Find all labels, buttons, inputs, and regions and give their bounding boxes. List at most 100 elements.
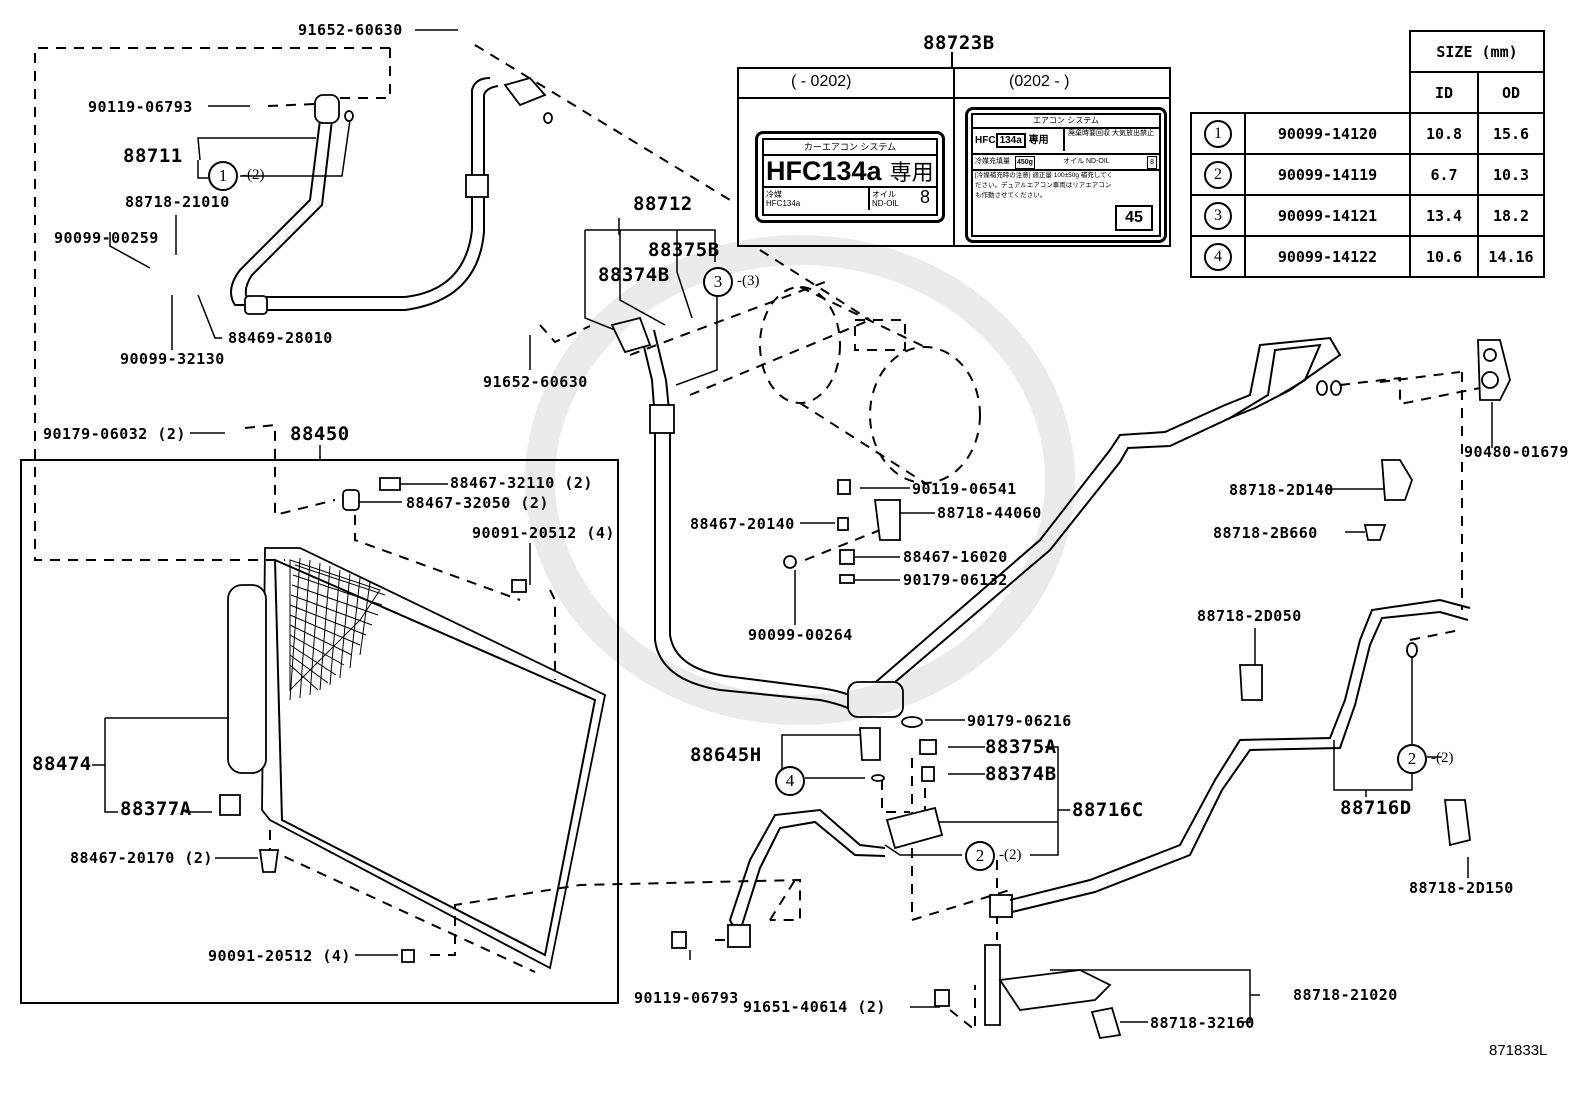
- part-label-88474[interactable]: 88474: [32, 753, 92, 775]
- table-cell-id: 10.8: [1409, 112, 1479, 155]
- table-row: 3 90099-14121 13.4 18.2: [1190, 194, 1545, 237]
- callout-circle-2-center: 2: [965, 841, 995, 871]
- part-label-88375A[interactable]: 88375A: [985, 736, 1057, 758]
- hfc-box: 134a: [995, 133, 1026, 148]
- part-label-88718-21010[interactable]: 88718-21010: [125, 193, 230, 211]
- part-label-90179-06216[interactable]: 90179-06216: [967, 712, 1072, 730]
- refrigerant-value: HFC134a: [766, 199, 801, 208]
- table-cell-od: 18.2: [1477, 194, 1545, 237]
- part-label-91652-60630[interactable]: 91652-60630: [298, 21, 403, 39]
- sticker-old-oil-number: 8: [919, 187, 930, 207]
- part-label-88718-32160[interactable]: 88718-32160: [1150, 1014, 1255, 1032]
- sticker-old-exclusive: 専用: [889, 160, 934, 185]
- part-label-90099-00259[interactable]: 90099-00259: [54, 229, 159, 247]
- table-cell-od: 14.16: [1477, 235, 1545, 278]
- table-blank: [1245, 72, 1410, 113]
- oil-type: オイル ND-OIL: [1063, 158, 1110, 165]
- part-label-88467-32050[interactable]: 88467-32050 (2): [406, 494, 549, 512]
- sticker-new-header: エアコン システム: [973, 115, 1159, 129]
- table-cell-id: 13.4: [1409, 194, 1479, 237]
- part-label-88718-2D050[interactable]: 88718-2D050: [1197, 607, 1302, 625]
- table-cell-index: 3: [1190, 194, 1246, 237]
- part-label-88712[interactable]: 88712: [633, 193, 693, 215]
- table-cell-part[interactable]: 90099-14119: [1244, 153, 1411, 196]
- part-label-90179-06132[interactable]: 90179-06132: [903, 571, 1008, 589]
- part-label-90099-32130[interactable]: 90099-32130: [120, 350, 225, 368]
- part-label-90099-00264[interactable]: 90099-00264: [748, 626, 853, 644]
- part-label-88723B[interactable]: 88723B: [923, 32, 995, 54]
- part-label-88711[interactable]: 88711: [123, 145, 183, 167]
- part-label-88469-28010[interactable]: 88469-28010: [228, 329, 333, 347]
- part-label-90480-01679[interactable]: 90480-01679: [1464, 443, 1569, 461]
- right-clips: [1239, 339, 1511, 847]
- part-label-90119-06541[interactable]: 90119-06541: [912, 480, 1017, 498]
- part-label-90119-06793-bot[interactable]: 90119-06793: [634, 989, 739, 1007]
- callout-circle-4: 4: [775, 766, 805, 796]
- part-label-88467-20170[interactable]: 88467-20170 (2): [70, 849, 213, 867]
- table-cell-id: 10.6: [1409, 235, 1479, 278]
- sticker-new-note: [冷媒補充時の注意] 適正量 100±50g 補充してください。デュアルエアコン…: [975, 172, 1113, 199]
- table-row: 2 90099-14119 6.7 10.3: [1190, 153, 1545, 196]
- table-row: 4 90099-14122 10.6 14.16: [1190, 235, 1545, 278]
- table-cell-index: 1: [1190, 112, 1246, 155]
- label-divider: [739, 97, 1169, 99]
- part-label-90119-06793[interactable]: 90119-06793: [88, 98, 193, 116]
- table-header-od: OD: [1477, 71, 1545, 114]
- part-label-88718-21020[interactable]: 88718-21020: [1293, 986, 1398, 1004]
- part-label-88718-2D140[interactable]: 88718-2D140: [1229, 481, 1334, 499]
- table-blank: [1191, 72, 1245, 113]
- part-label-88718-2D150[interactable]: 88718-2D150: [1409, 879, 1514, 897]
- table-subheader-row: ID OD: [1191, 71, 1545, 114]
- label-range-left: ( - 0202): [791, 73, 852, 90]
- callout-circle-1: 1: [1204, 119, 1232, 148]
- part-label-88467-16020[interactable]: 88467-16020: [903, 548, 1008, 566]
- sticker-new-warning: 廃棄時要回収 大気放出禁止: [1063, 129, 1157, 151]
- part-label-88467-20140[interactable]: 88467-20140: [690, 515, 795, 533]
- part-label-88374B[interactable]: 88374B: [598, 264, 670, 286]
- o-ring-size-table: SIZE (mm) ID OD 1 90099-14120 10.8 15.6 …: [1190, 30, 1545, 278]
- part-label-88377A[interactable]: 88377A: [120, 798, 192, 820]
- watermark: [525, 235, 1075, 725]
- part-label-91651-40614[interactable]: 91651-40614 (2): [743, 998, 886, 1016]
- table-cell-od: 15.6: [1477, 112, 1545, 155]
- condenser-88450: [219, 477, 607, 970]
- oil-value: ND-OIL: [872, 199, 900, 208]
- table-header-row: SIZE (mm): [1191, 30, 1545, 73]
- part-label-88467-32110[interactable]: 88467-32110 (2): [450, 474, 593, 492]
- part-label-88718-44060[interactable]: 88718-44060: [937, 504, 1042, 522]
- pipe-88712: [610, 316, 859, 713]
- table-cell-part[interactable]: 90099-14121: [1244, 194, 1411, 237]
- callout-circle-1: 1: [208, 161, 238, 191]
- part-label-90091-20512-top[interactable]: 90091-20512 (4): [472, 524, 615, 542]
- part-label-88716D[interactable]: 88716D: [1340, 797, 1412, 819]
- part-label-91652-60630-mid[interactable]: 91652-60630: [483, 373, 588, 391]
- sticker-old-main: HFC134a 専用: [764, 156, 936, 188]
- part-label-88450[interactable]: 88450: [290, 423, 350, 445]
- part-label-88645H[interactable]: 88645H: [690, 744, 762, 766]
- part-label-88718-2B660[interactable]: 88718-2B660: [1213, 524, 1318, 542]
- label-divider: [953, 69, 955, 245]
- sticker-new-code: 45: [1115, 205, 1153, 231]
- table-cell-part[interactable]: 90099-14122: [1244, 235, 1411, 278]
- part-label-90179-06032[interactable]: 90179-06032 (2): [43, 425, 186, 443]
- callout-circle-2: 2: [1204, 160, 1232, 189]
- part-label-88716C[interactable]: 88716C: [1072, 799, 1144, 821]
- part-label-88375B[interactable]: 88375B: [648, 239, 720, 261]
- qty-88712: -(3): [737, 273, 760, 289]
- part-label-90091-20512-bot[interactable]: 90091-20512 (4): [208, 947, 351, 965]
- table-header-size: SIZE (mm): [1409, 30, 1545, 73]
- sticker-old-refrigerant: HFC134a: [766, 156, 882, 186]
- part-label-88374B-bot[interactable]: 88374B: [985, 763, 1057, 785]
- table-cell-index: 2: [1190, 153, 1246, 196]
- sticker-divider: [868, 188, 870, 210]
- table-cell-part[interactable]: 90099-14120: [1244, 112, 1411, 155]
- hfc-suffix: 専用: [1028, 135, 1049, 146]
- hfc-prefix: HFC: [975, 135, 996, 146]
- refrigerant-label: 冷媒: [766, 190, 782, 199]
- label-range-right: (0202 - ): [1009, 73, 1070, 90]
